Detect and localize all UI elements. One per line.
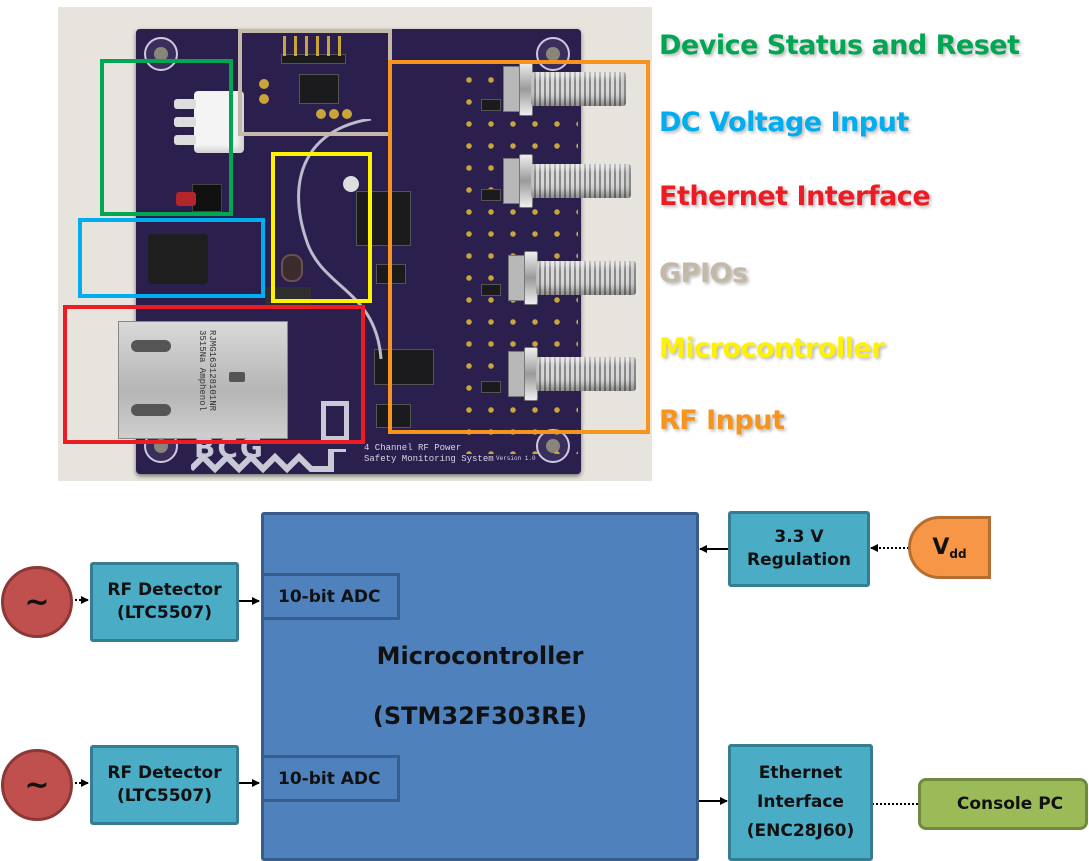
rf-detector-chip	[481, 284, 501, 296]
vdd-sub: dd	[949, 546, 967, 561]
highlight-device-status-and-reset	[100, 59, 233, 216]
regulator-block: 3.3 V Regulation	[728, 511, 870, 587]
sma-connector	[503, 60, 633, 120]
rf-detector-title: RF Detector	[107, 763, 222, 783]
rf-source-1: ~	[1, 566, 73, 638]
mounting-hole	[144, 37, 178, 71]
adc-block-1: 10-bit ADC	[264, 573, 400, 620]
legend-ethernet-interface: Ethernet Interface	[659, 181, 931, 212]
led-light-pipe	[166, 79, 256, 179]
rf-detector-title: RF Detector	[107, 580, 222, 600]
adc-label: 10-bit ADC	[278, 586, 381, 607]
capacitor	[281, 254, 303, 282]
highlight-ethernet-interface	[63, 305, 365, 444]
ac-source-icon: ~	[24, 767, 50, 803]
rf-detector-chip	[481, 99, 501, 111]
gpio-header	[241, 34, 361, 124]
board-version: Version 1.0	[496, 455, 536, 462]
mounting-hole	[536, 37, 570, 71]
microcontroller-part: (STM32F303RE)	[372, 702, 588, 730]
board-title: 4 Channel RF Power Safety Monitoring Sys…	[364, 443, 494, 465]
legend-rf-input: RF Input	[659, 405, 785, 436]
board-title-line2: Safety Monitoring System	[364, 454, 494, 464]
reset-button-cap	[176, 192, 196, 206]
highlight-rf-input	[388, 60, 650, 434]
ethernet-title: Ethernet	[758, 763, 843, 783]
rf-source-2: ~	[1, 749, 73, 821]
magnetics-chip	[376, 404, 411, 428]
microcontroller-title: Microcontroller	[376, 642, 584, 670]
vdd-main: V	[932, 534, 950, 560]
console-pc-block: Console PC	[918, 778, 1088, 830]
microcontroller-block	[261, 512, 699, 861]
board-photo: RJMG163128101NR 3515Na Amphenol BCG 4 Ch…	[58, 7, 652, 481]
bcg-logo-zigzag	[191, 449, 346, 474]
ethernet-interface-block: Ethernet Interface (ENC28J60)	[728, 744, 873, 861]
mcu-chip	[356, 191, 411, 246]
rf-detector-chip	[481, 189, 501, 201]
console-pc-label: Console PC	[956, 794, 1064, 814]
vdd-label: Vdd	[932, 535, 966, 561]
rf-detector-block-1: RF Detector (LTC5507)	[90, 562, 239, 642]
legend-dc-voltage-input: DC Voltage Input	[659, 107, 909, 138]
legend-gpios: GPIOs	[659, 258, 748, 289]
rf-detector-block-2: RF Detector (LTC5507)	[90, 745, 239, 825]
regulator-label: Regulation	[747, 550, 851, 570]
ethernet-controller-chip	[374, 349, 434, 385]
ac-source-icon: ~	[24, 584, 50, 620]
dc-barrel-jack	[148, 234, 208, 284]
ethernet-subtitle: Interface	[757, 792, 844, 812]
adc-block-2: 10-bit ADC	[264, 755, 400, 802]
sma-connector	[503, 152, 633, 212]
rf-detector-chip	[481, 381, 501, 393]
sma-connector	[508, 345, 638, 405]
mcu-capacitor	[343, 176, 359, 192]
board-title-line1: 4 Channel RF Power	[364, 443, 462, 453]
highlight-microcontroller	[271, 152, 372, 303]
rj45-label: RJMG163128101NR 3515Na Amphenol	[197, 330, 217, 412]
sma-connector	[508, 249, 638, 309]
vdd-supply: Vdd	[908, 516, 991, 579]
legend-microcontroller: Microcontroller	[659, 333, 885, 364]
bcg-logo-box	[321, 401, 349, 441]
legend-device-status-and-reset: Device Status and Reset	[659, 30, 1020, 61]
adc-label: 10-bit ADC	[278, 768, 381, 789]
rj45-jack: RJMG163128101NR 3515Na Amphenol	[118, 321, 288, 439]
highlight-dc-voltage-input	[78, 218, 265, 298]
ethernet-part: (ENC28J60)	[746, 821, 855, 841]
rf-detector-part: (LTC5507)	[117, 603, 212, 623]
regulator-voltage: 3.3 V	[774, 527, 824, 547]
rf-detector-part: (LTC5507)	[117, 786, 212, 806]
